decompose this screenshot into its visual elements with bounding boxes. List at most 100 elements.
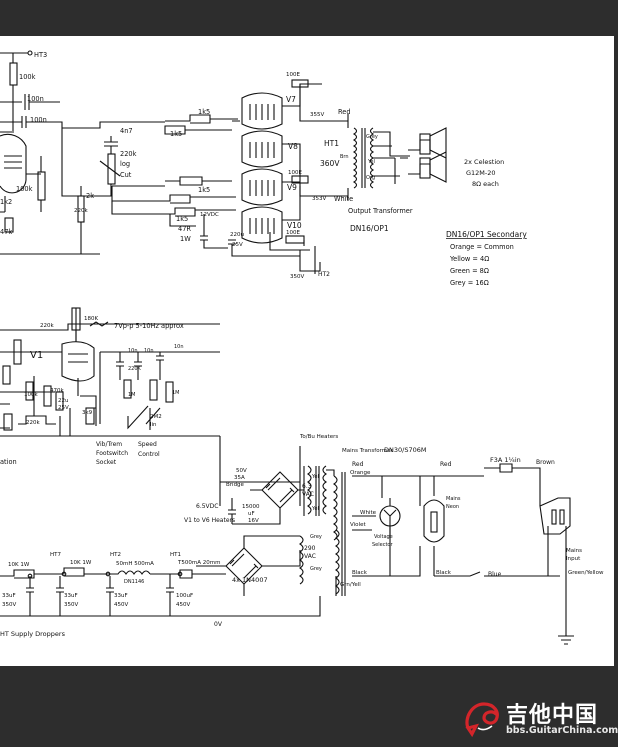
label-mains-input-2: Input: [566, 556, 581, 562]
label-r-220k-low: 220k: [26, 420, 40, 426]
tube-v9: [241, 168, 283, 206]
label-r-47r: 47R: [178, 225, 191, 233]
label-footswitch-3: Socket: [96, 459, 117, 466]
label-r-220k: 220k: [40, 323, 54, 329]
label-heater-6v3: 6.3: [302, 483, 312, 490]
label-heater-vac: VAC: [302, 491, 314, 498]
legend-row-orange: Orange = Common: [450, 243, 514, 251]
label-grid-r4: 1k5: [176, 215, 188, 223]
label-mains-part: DN30/S706M: [384, 446, 426, 454]
label-cap-25v: 25V: [58, 405, 69, 411]
label-cap-100u: 100uF: [176, 593, 193, 599]
label-r-180k: 180K: [84, 316, 98, 322]
label-pot-log: log: [120, 160, 130, 168]
label-cap-33u-c: 33uF: [114, 593, 128, 599]
label-pot-cut: Cut: [120, 171, 132, 179]
label-pot-2m2: 2M2: [150, 414, 162, 420]
label-wire-yel-bot: Yel: [311, 506, 319, 512]
label-r-100e-top: 100E: [286, 72, 300, 78]
label-speaker-model: G12M-20: [466, 169, 496, 177]
label-to-heaters: To/Bu Heaters: [299, 434, 338, 440]
label-r-47k: 47k: [0, 228, 12, 236]
label-mains-transformer: Mains Transformer: [342, 448, 393, 454]
label-c-4n7: 4n7: [120, 127, 133, 135]
watermark-title: 吉他中国: [506, 703, 599, 728]
label-v9: V9: [287, 183, 297, 192]
label-red-wire: Red: [338, 108, 351, 116]
label-neon-1: Mains: [446, 496, 461, 502]
label-r-10k-a: 10K 1W: [8, 562, 30, 568]
label-cap-350b: 350V: [64, 602, 78, 608]
label-v-6-5vdc: 6.5VDC: [196, 503, 218, 510]
label-c-100n-b: 100n: [30, 116, 47, 124]
label-grid-r3: 1k5: [198, 186, 210, 194]
label-c-uf: uF: [248, 511, 255, 517]
label-zero-v: 0V: [214, 621, 223, 628]
label-bias-12v: 12VDC: [200, 212, 219, 218]
tube-v7: [241, 92, 283, 130]
label-v7: V7: [286, 95, 296, 104]
label-mt-violet: Violet: [350, 522, 366, 528]
schematic-drawing: HT3 100k 100n 100n 100k 1k2 47k 2k 220k …: [0, 50, 604, 645]
label-mt-grn-yell: Grn/Yell: [340, 582, 361, 588]
label-speaker-imp: 8Ω each: [472, 180, 499, 188]
label-r-1m-b: 1M: [172, 390, 180, 396]
label-cap-350: 350V: [2, 602, 16, 608]
label-neon-2: Neon: [446, 504, 459, 510]
label-cap-450: 450V: [114, 602, 128, 608]
label-c-220u: 220u: [230, 232, 244, 238]
label-r-10k-b: 10K 1W: [70, 560, 92, 566]
label-c-100n-a: 100n: [27, 95, 44, 103]
label-sec-290: 290: [304, 545, 316, 552]
label-sec-grey-top: Grey: [310, 534, 322, 540]
label-r-100k-top: 100k: [19, 73, 36, 81]
schematic-wiring: [0, 50, 574, 645]
label-sec-vac: VAC: [304, 553, 316, 560]
label-r-100k: 100k: [24, 392, 38, 398]
label-ind-frag: ation: [0, 458, 17, 466]
label-footswitch-1: Vib/Trem: [96, 441, 122, 448]
label-v8: V8: [288, 142, 298, 151]
label-cap-22u: 22u: [58, 398, 68, 404]
label-r-3k9: 3k9: [82, 410, 93, 416]
label-ht1-lbl: HT1: [170, 552, 181, 558]
label-ht-supply: HT Supply Droppers: [0, 630, 66, 638]
label-r-470k: 470k: [50, 388, 64, 394]
label-grid-r1: 1k5: [198, 108, 210, 116]
label-cap-33u-b: 33uF: [64, 593, 78, 599]
label-pot-lin: lin: [150, 422, 157, 428]
label-c-15000: 15000: [242, 504, 260, 510]
label-choke: 50mH 500mA: [116, 561, 154, 567]
label-c-10n-a: 10n: [128, 348, 138, 354]
label-mt-red: Red: [352, 461, 364, 468]
legend-title: DN16/OP1 Secondary: [446, 230, 527, 239]
label-ht1: HT1: [324, 139, 339, 148]
label-diodes: 4x 1N4007: [232, 576, 268, 584]
label-mains-input-1: Mains: [566, 548, 582, 554]
label-red-top: Red: [440, 461, 452, 468]
label-r-2k: 2k: [86, 192, 94, 200]
label-c-10n-c: 10n: [174, 344, 184, 350]
label-r-100e-bot: 100E: [286, 230, 300, 236]
label-v-360: 360V: [320, 159, 340, 168]
label-ht7: HT7: [50, 552, 61, 558]
label-bridge: Bridge: [226, 482, 245, 488]
label-c-10n-b: 10n: [144, 348, 154, 354]
label-r-47r-w: 1W: [180, 235, 191, 243]
label-yel: Yel: [367, 159, 375, 165]
label-trem-pot-220k: 220K: [128, 366, 142, 372]
label-heater-50v: 50V: [236, 468, 247, 474]
label-black-lower: Black: [436, 570, 452, 576]
label-v1: V1: [30, 350, 43, 361]
label-org: Org: [366, 175, 375, 181]
label-mt-orange: Orange: [350, 470, 371, 476]
label-ht3: HT3: [34, 51, 47, 59]
label-fuse-ht: T500mA 20mm: [177, 560, 220, 566]
label-white-wire: White: [334, 195, 353, 203]
legend-row-grey: Grey = 16Ω: [450, 279, 489, 287]
label-heater-35a: 35A: [234, 475, 245, 481]
label-voltage-selector-2: Selector: [372, 542, 393, 548]
label-output-transformer: Output Transformer: [348, 207, 413, 215]
label-v-353: 353V: [312, 196, 326, 202]
label-brown: Brown: [536, 459, 555, 466]
